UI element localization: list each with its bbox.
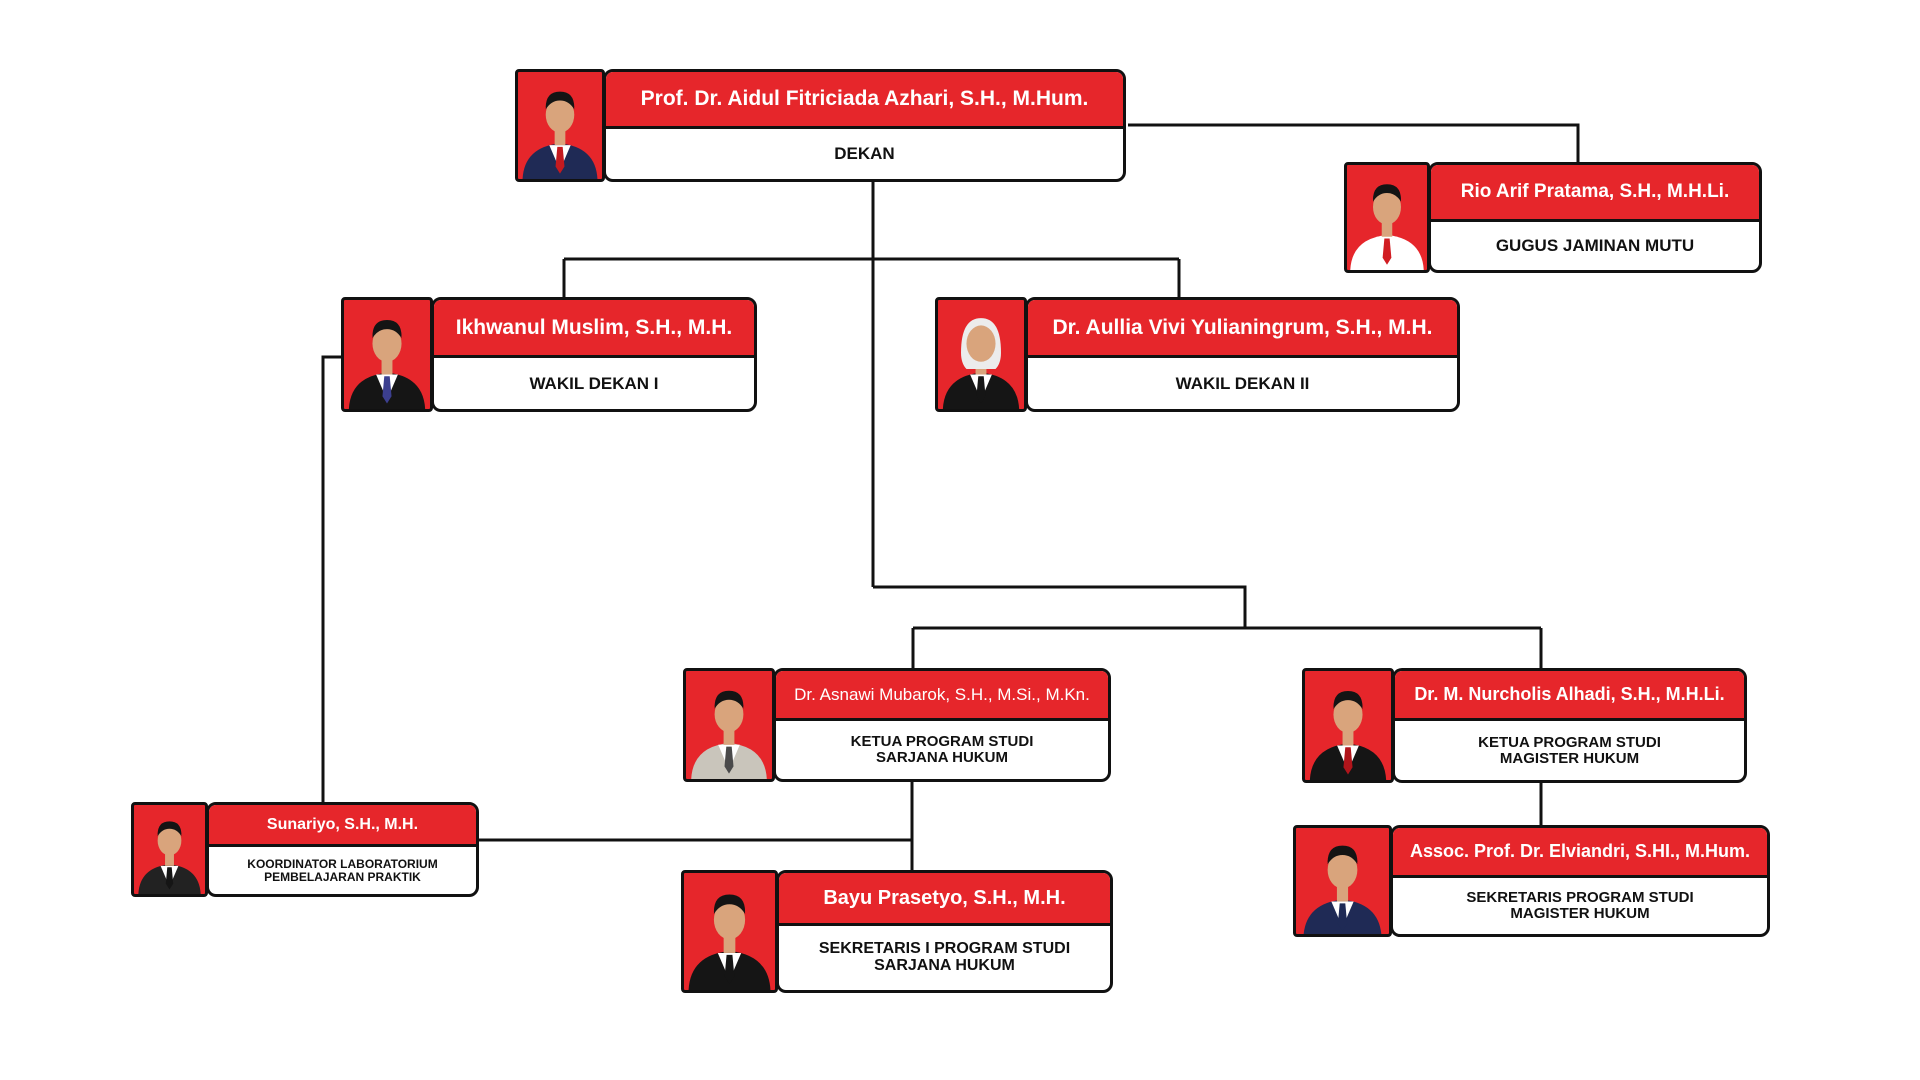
card-dekan: Prof. Dr. Aidul Fitriciada Azhari, S.H.,… <box>515 69 1126 182</box>
portrait-sekretaris-prodi-magister <box>1293 825 1392 937</box>
name-wakil-dekan-1: Ikhwanul Muslim, S.H., M.H. <box>434 300 754 358</box>
role-gugus-jaminan-mutu: GUGUS JAMINAN MUTU <box>1495 236 1695 256</box>
role-koordinator-laboratorium: KOORDINATOR LABORATORIUM PEMBELAJARAN PR… <box>247 856 438 884</box>
portrait-ketua-prodi-sarjana <box>683 668 775 782</box>
name-ketua-prodi-magister: Dr. M. Nurcholis Alhadi, S.H., M.H.Li. <box>1395 671 1744 721</box>
role-wakil-dekan-2: WAKIL DEKAN II <box>1175 373 1310 393</box>
role-ketua-prodi-sarjana: KETUA PROGRAM STUDI SARJANA HUKUM <box>850 733 1034 766</box>
role-dekan: DEKAN <box>834 144 895 164</box>
name-wakil-dekan-2: Dr. Aullia Vivi Yulianingrum, S.H., M.H. <box>1028 300 1457 358</box>
portrait-gugus-jaminan-mutu <box>1344 162 1430 273</box>
role-sekretaris-prodi-magister: SEKRETARIS PROGRAM STUDI MAGISTER HUKUM <box>1466 889 1694 922</box>
name-sekretaris-prodi-sarjana: Bayu Prasetyo, S.H., M.H. <box>779 873 1110 926</box>
portrait-koordinator-laboratorium <box>131 802 208 897</box>
name-koordinator-laboratorium: Sunariyo, S.H., M.H. <box>209 805 476 847</box>
role-sekretaris-prodi-sarjana: SEKRETARIS I PROGRAM STUDI SARJANA HUKUM <box>818 940 1071 974</box>
card-wakil-dekan-2: Dr. Aullia Vivi Yulianingrum, S.H., M.H.… <box>935 297 1460 412</box>
name-sekretaris-prodi-magister: Assoc. Prof. Dr. Elviandri, S.HI., M.Hum… <box>1393 828 1767 878</box>
role-wakil-dekan-1: WAKIL DEKAN I <box>529 373 659 393</box>
connector-dekan-gjm <box>1128 123 1580 162</box>
portrait-wakil-dekan-2 <box>935 297 1027 412</box>
name-dekan: Prof. Dr. Aidul Fitriciada Azhari, S.H.,… <box>606 72 1123 129</box>
role-ketua-prodi-magister: KETUA PROGRAM STUDI MAGISTER HUKUM <box>1478 733 1661 767</box>
card-wakil-dekan-1: Ikhwanul Muslim, S.H., M.H. WAKIL DEKAN … <box>341 297 757 412</box>
card-sekretaris-prodi-magister: Assoc. Prof. Dr. Elviandri, S.HI., M.Hum… <box>1293 825 1770 937</box>
portrait-ketua-prodi-magister <box>1302 668 1394 783</box>
card-ketua-prodi-sarjana: Dr. Asnawi Mubarok, S.H., M.Si., M.Kn. K… <box>683 668 1111 782</box>
name-ketua-prodi-sarjana: Dr. Asnawi Mubarok, S.H., M.Si., M.Kn. <box>776 671 1108 721</box>
connector-kaprodi-bar <box>873 585 1247 628</box>
card-sekretaris-prodi-sarjana: Bayu Prasetyo, S.H., M.H. SEKRETARIS I P… <box>681 870 1113 993</box>
card-gugus-jaminan-mutu: Rio Arif Pratama, S.H., M.H.Li. GUGUS JA… <box>1344 162 1762 273</box>
card-ketua-prodi-magister: Dr. M. Nurcholis Alhadi, S.H., M.H.Li. K… <box>1302 668 1747 783</box>
card-koordinator-laboratorium: Sunariyo, S.H., M.H. KOORDINATOR LABORAT… <box>131 802 479 897</box>
name-gugus-jaminan-mutu: Rio Arif Pratama, S.H., M.H.Li. <box>1431 165 1759 222</box>
connector-wd1-lab <box>321 355 343 802</box>
portrait-dekan <box>515 69 605 182</box>
portrait-sekretaris-prodi-sarjana <box>681 870 778 993</box>
portrait-wakil-dekan-1 <box>341 297 433 412</box>
